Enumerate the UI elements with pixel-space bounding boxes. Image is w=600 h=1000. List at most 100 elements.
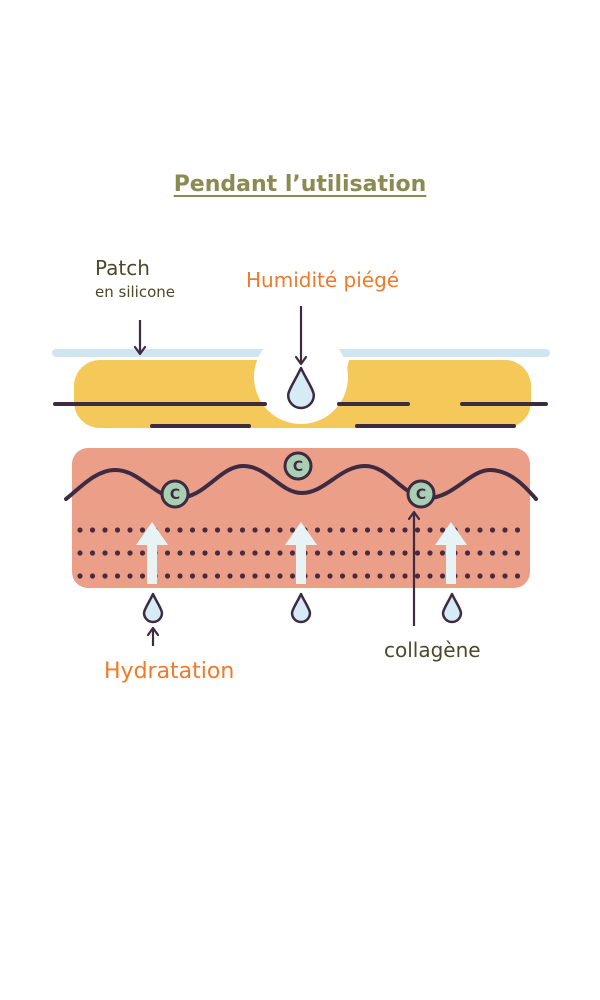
skin-dot — [339, 573, 346, 579]
water-drops — [142, 366, 463, 624]
label-patch: Patch — [95, 256, 150, 280]
water-drop — [441, 592, 463, 624]
skin-dot — [189, 573, 196, 579]
skin-dot — [464, 573, 471, 579]
skin-dot — [439, 550, 446, 556]
skin-dot — [177, 573, 183, 579]
skin-dot — [102, 550, 108, 556]
hydration-pointer-arrow — [146, 626, 160, 646]
skin-dot — [364, 573, 371, 579]
skin-dot — [77, 573, 83, 579]
skin-dot — [189, 550, 196, 556]
skin-dot — [489, 550, 496, 556]
hydration-up-arrows — [136, 522, 467, 584]
skin-dot — [164, 550, 171, 556]
diagram-title: Pendant l’utilisation — [173, 172, 427, 197]
skin-dot — [164, 527, 171, 533]
skin-dot — [77, 527, 83, 533]
skin-dot — [214, 573, 221, 579]
skin-dot — [352, 550, 358, 556]
skin-dot — [377, 550, 383, 556]
skin-dot — [389, 573, 396, 579]
skin-dot — [139, 550, 146, 556]
skin-dot — [127, 573, 133, 579]
skin-dot — [214, 527, 221, 533]
skin-dot — [477, 550, 483, 556]
skin-dot — [502, 573, 508, 579]
hydration-up-arrow — [136, 522, 168, 584]
hydration-up-arrow — [285, 522, 317, 584]
skin-dot — [339, 550, 346, 556]
collagen-markers: C C C — [160, 451, 436, 509]
skin-dot — [252, 527, 258, 533]
skin-dot — [464, 550, 471, 556]
skin-dot — [389, 527, 396, 533]
skin-dot — [164, 573, 171, 579]
skin-dot — [177, 550, 183, 556]
water-drop — [290, 592, 312, 624]
patch-line-segments — [53, 402, 548, 428]
skin-dot — [502, 550, 508, 556]
skin-dot — [377, 527, 383, 533]
skin-surface-wave — [64, 463, 538, 501]
skin-dot — [277, 573, 283, 579]
skin-dot — [327, 550, 333, 556]
skin-dot — [214, 550, 221, 556]
collagen-marker-label: C — [170, 487, 180, 503]
skin-dot — [314, 550, 321, 556]
skin-dot — [352, 573, 358, 579]
skin-dot — [227, 550, 233, 556]
skin-dot — [414, 550, 421, 556]
skin-dot — [114, 573, 121, 579]
skin-dot — [427, 550, 433, 556]
skin-dot — [489, 573, 496, 579]
skin-dot — [414, 573, 421, 579]
skin-dot — [427, 527, 433, 533]
collagen-marker: C — [283, 451, 313, 481]
skin-dot — [239, 573, 246, 579]
skin-dot — [239, 527, 246, 533]
skin-dot — [314, 573, 321, 579]
collagen-marker: C — [406, 479, 436, 509]
skin-dot — [402, 527, 408, 533]
skin-dot — [89, 527, 96, 533]
humidity-pointer-arrow — [294, 306, 308, 366]
skin-dot — [502, 527, 508, 533]
hydration-up-arrow — [435, 522, 467, 584]
skin-dot — [139, 573, 146, 579]
skin-dot — [139, 527, 146, 533]
skin-dot — [477, 573, 483, 579]
skin-dot — [114, 527, 121, 533]
patch-pointer-arrow — [133, 320, 147, 356]
skin-dot — [89, 550, 96, 556]
skin-dot — [127, 550, 133, 556]
label-trapped-humidity: Humidité piégé — [246, 268, 400, 292]
skin-dot — [514, 550, 521, 556]
collagen-marker: C — [160, 479, 190, 509]
skin-dot — [77, 550, 83, 556]
skin-dot — [264, 527, 271, 533]
skin-dot — [377, 573, 383, 579]
skin-dot — [289, 527, 296, 533]
collagen-marker-label: C — [293, 459, 303, 475]
skin-dot — [439, 527, 446, 533]
skin-dot — [364, 550, 371, 556]
skin-dot — [514, 527, 521, 533]
label-collagen: collagène — [384, 638, 481, 662]
label-patch-subtitle: en silicone — [95, 283, 175, 301]
skin-dot — [189, 527, 196, 533]
trapped-water-drop — [286, 366, 316, 410]
skin-dot — [202, 527, 208, 533]
skin-dot — [414, 527, 421, 533]
skin-dot — [102, 573, 108, 579]
skin-dot — [289, 573, 296, 579]
skin-dot — [202, 573, 208, 579]
skin-dot — [314, 527, 321, 533]
water-drop — [142, 592, 164, 624]
skin-dot — [364, 527, 371, 533]
skin-dot — [89, 573, 96, 579]
skin-dot — [227, 527, 233, 533]
skin-dot — [127, 527, 133, 533]
skin-dot-rows — [77, 527, 521, 579]
